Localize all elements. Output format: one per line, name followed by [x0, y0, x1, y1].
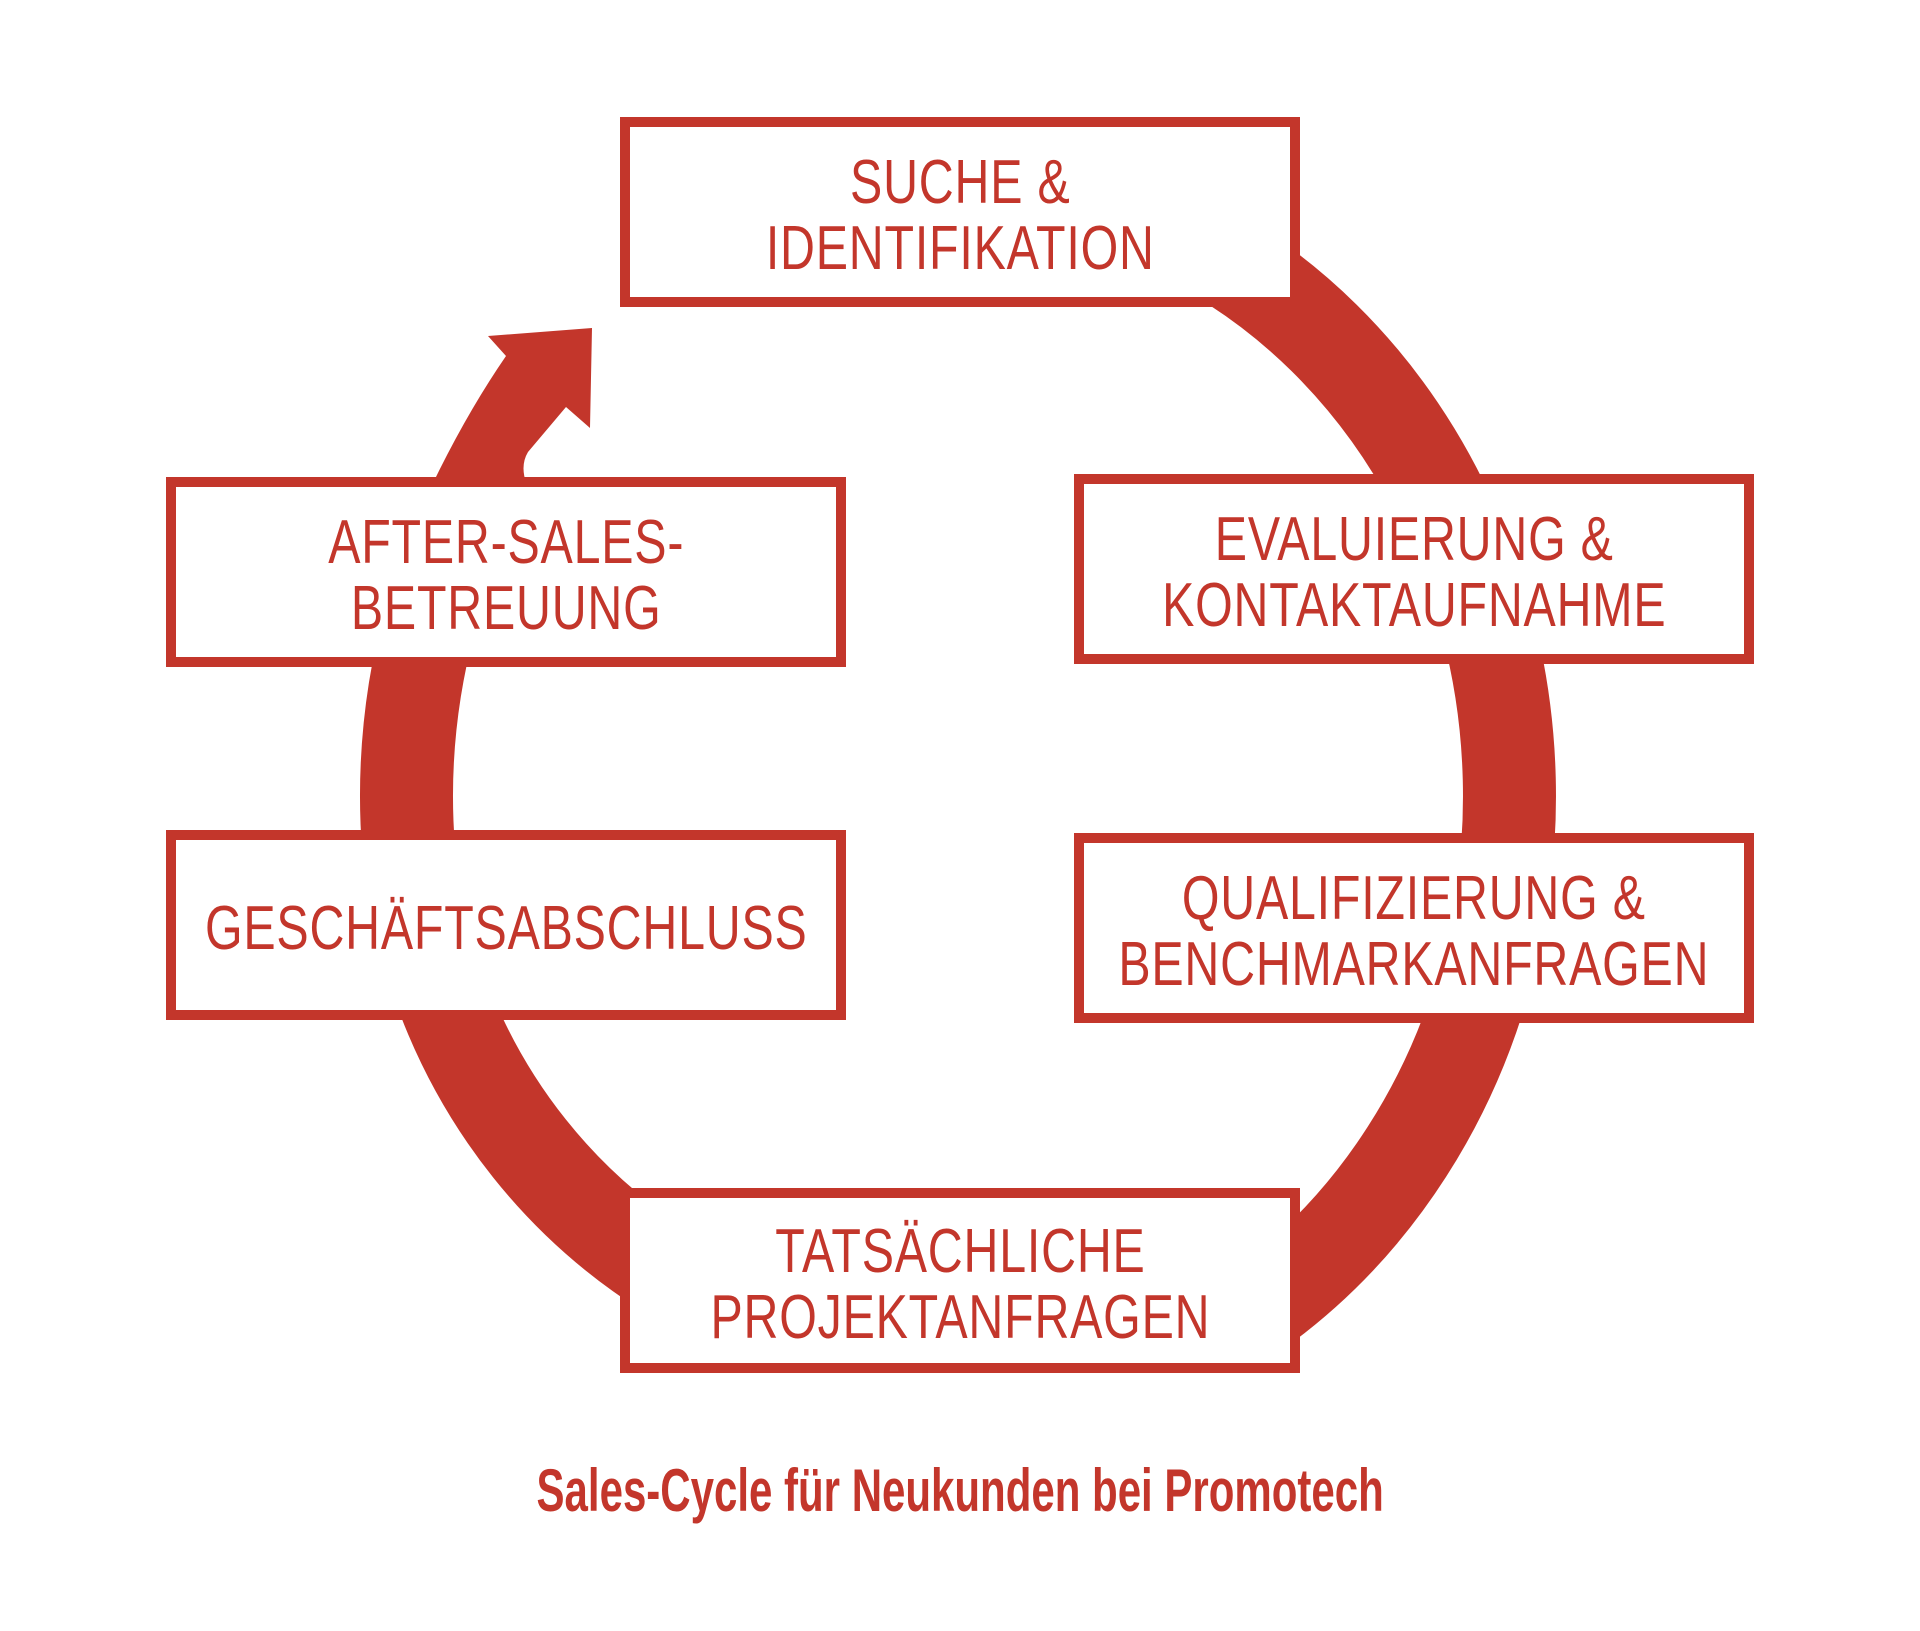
step-line-1: GESCHÄFTSABSCHLUSS — [204, 894, 808, 963]
step-label: QUALIFIZIERUNG & BENCHMARKANFRAGEN — [1119, 866, 1710, 998]
step-box-tatsaechliche-projektanfragen: TATSÄCHLICHE PROJEKTANFRAGEN — [620, 1188, 1300, 1373]
step-line-2: BENCHMARKANFRAGEN — [1118, 930, 1710, 999]
step-box-after-sales-betreuung: AFTER-SALES- BETREUUNG — [166, 477, 846, 667]
step-line-1: QUALIFIZIERUNG & — [1182, 864, 1646, 933]
step-line-1: EVALUIERUNG & — [1214, 505, 1614, 574]
step-label: GESCHÄFTSABSCHLUSS — [205, 896, 808, 962]
step-line-2: IDENTIFIKATION — [765, 214, 1155, 283]
step-label: AFTER-SALES- BETREUUNG — [328, 510, 684, 642]
step-line-2: KONTAKTAUFNAHME — [1161, 571, 1667, 640]
step-box-qualifizierung-benchmarkanfragen: QUALIFIZIERUNG & BENCHMARKANFRAGEN — [1074, 833, 1754, 1023]
cycle-arrow-head — [424, 328, 592, 502]
step-box-evaluierung-kontaktaufnahme: EVALUIERUNG & KONTAKTAUFNAHME — [1074, 474, 1754, 664]
step-line-1: AFTER-SALES- — [327, 508, 684, 577]
step-line-1: TATSÄCHLICHE — [774, 1216, 1146, 1286]
step-box-geschaeftsabschluss: GESCHÄFTSABSCHLUSS — [166, 830, 846, 1020]
step-line-1: SUCHE & — [849, 148, 1071, 217]
step-label: TATSÄCHLICHE PROJEKTANFRAGEN — [710, 1216, 1210, 1352]
diagram-caption: Sales-Cycle für Neukunden bei Promotech — [0, 1458, 1920, 1524]
step-line-2: PROJEKTANFRAGEN — [710, 1282, 1210, 1352]
step-line-2: BETREUUNG — [350, 574, 662, 643]
diagram-caption-text: Sales-Cycle für Neukunden bei Promotech — [536, 1457, 1384, 1524]
step-box-suche-identifikation: SUCHE & IDENTIFIKATION — [620, 117, 1300, 307]
step-label: SUCHE & IDENTIFIKATION — [766, 150, 1155, 282]
step-label: EVALUIERUNG & KONTAKTAUFNAHME — [1162, 507, 1666, 639]
